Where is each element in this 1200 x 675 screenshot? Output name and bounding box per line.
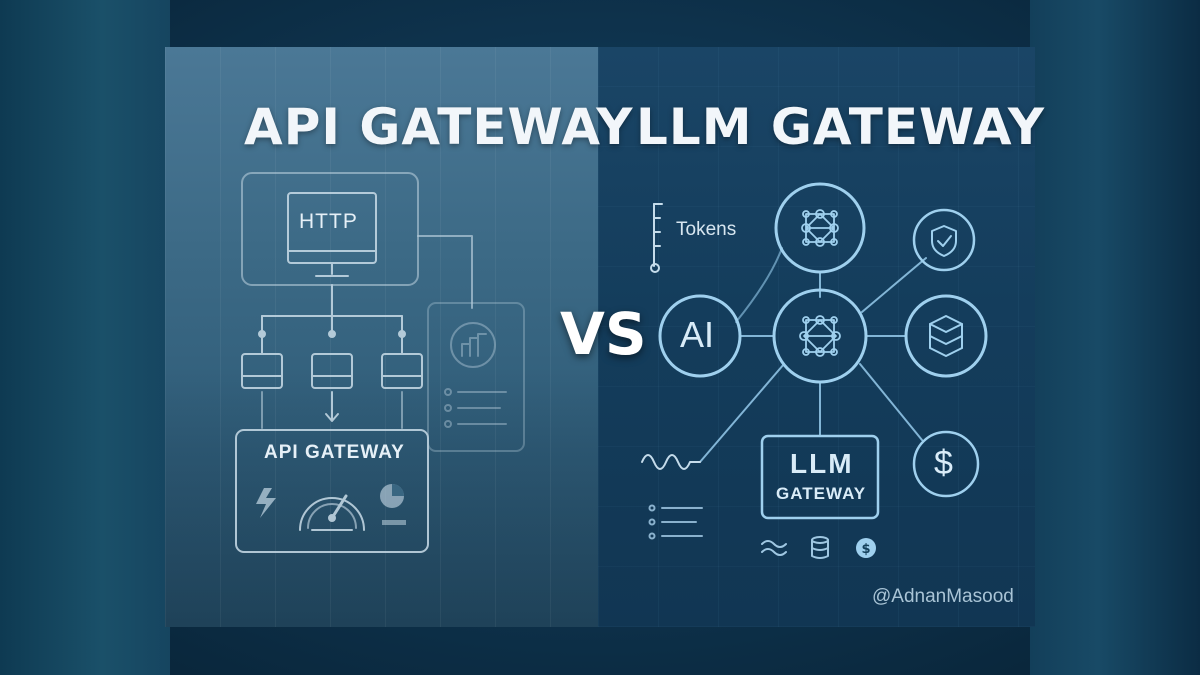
shield-node xyxy=(912,208,976,272)
neural-node-center xyxy=(772,288,868,384)
http-frame xyxy=(241,172,419,286)
wave-icon xyxy=(641,454,701,470)
api-gateway-box-label: API GATEWAY xyxy=(264,442,405,463)
service-box-icon xyxy=(311,353,353,389)
api-gateway-panel xyxy=(165,47,598,627)
pie-chart-icon xyxy=(380,484,406,525)
author-watermark: @AdnanMasood xyxy=(872,586,1014,607)
http-label: HTTP xyxy=(299,210,358,233)
coin-dollar-glyph: $ xyxy=(861,542,870,557)
coin-icon xyxy=(856,538,876,558)
layers-node xyxy=(904,294,988,378)
database-icon xyxy=(811,536,829,559)
dollar-node xyxy=(912,430,980,498)
ai-node xyxy=(658,294,742,378)
llm-gateway-title: LLM GATEWAY xyxy=(636,98,1046,156)
list-icon xyxy=(444,388,507,428)
http-connector xyxy=(417,235,473,309)
speedometer-icon xyxy=(299,494,365,531)
service-box-icon xyxy=(241,353,283,389)
lightning-icon xyxy=(256,488,276,518)
dashboard-card xyxy=(427,302,525,452)
neural-node-top xyxy=(774,182,866,274)
background-blur-left xyxy=(0,0,170,675)
dollar-label: $ xyxy=(934,444,953,482)
api-gateway-box xyxy=(235,429,429,553)
waves-icon xyxy=(761,540,787,556)
neural-network-center-icon xyxy=(799,315,841,357)
list-icon-right xyxy=(648,504,703,540)
background-blur-right xyxy=(1030,0,1200,675)
neural-network-icon xyxy=(801,209,839,247)
layers-icon xyxy=(929,315,963,357)
llm-box-line1: LLM xyxy=(790,448,854,479)
shield-icon xyxy=(931,225,957,257)
vs-label: VS xyxy=(560,300,647,368)
llm-box-line2: GATEWAY xyxy=(776,484,867,503)
thermometer-icon xyxy=(650,203,663,273)
service-box-icon xyxy=(381,353,423,389)
monitor-icon xyxy=(287,192,377,277)
ai-label: AI xyxy=(680,314,715,355)
api-gateway-title: API GATEWAY xyxy=(244,98,634,156)
llm-gateway-box xyxy=(760,434,880,520)
tokens-label: Tokens xyxy=(676,219,737,240)
network-connectors xyxy=(699,247,927,463)
bar-chart-icon xyxy=(450,322,496,368)
